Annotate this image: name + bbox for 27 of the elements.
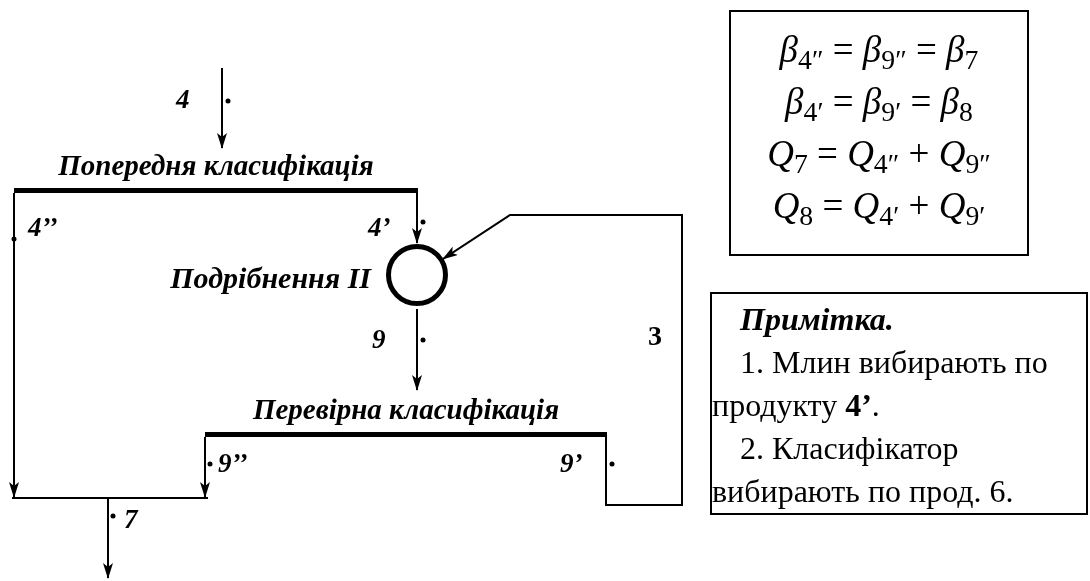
edge-label: 9’’ [218,450,248,477]
note-item: 2. Класифікатор вибирають по прод. 6. [712,429,1015,511]
process-title: Подрібнення II [170,263,371,293]
edge-label: 9 [372,326,386,353]
edge-label: 4’ [368,214,391,241]
formula-line: Q$_{7}$ = Q$_{4″}$ + Q$_{9″}$ [767,132,991,180]
flow-arrow [200,436,210,498]
formula-line: β$_{4′}$ = β$_{9′}$ = β$_{8}$ [785,80,973,128]
flow-arrow [103,498,113,579]
note-box [710,292,1088,515]
edge-label: 4’’ [28,214,58,241]
flow-arrow [412,308,422,391]
process-title: Попередня класифікація [58,151,374,183]
process-title: Перевірна класифікація [252,395,560,427]
edge-label: 7 [124,506,138,533]
note-heading: Примітка. [739,300,895,339]
edge-label: 4 [176,86,190,113]
collector-line [12,497,208,499]
formula-line: β$_{4″}$ = β$_{9″}$ = β$_{7}$ [779,28,979,76]
stream-number: 3 [648,322,662,350]
flow-arrow [412,192,422,244]
note-item: 1. Млин вибирають по продукту 4’. [712,343,1049,425]
edge-label: 9’ [560,450,583,477]
flow-arrow [217,67,227,149]
flow-arrow [9,192,19,498]
formula-box [729,10,1029,256]
formula-line: Q$_{8}$ = Q$_{4′}$ + Q$_{9′}$ [772,184,986,232]
